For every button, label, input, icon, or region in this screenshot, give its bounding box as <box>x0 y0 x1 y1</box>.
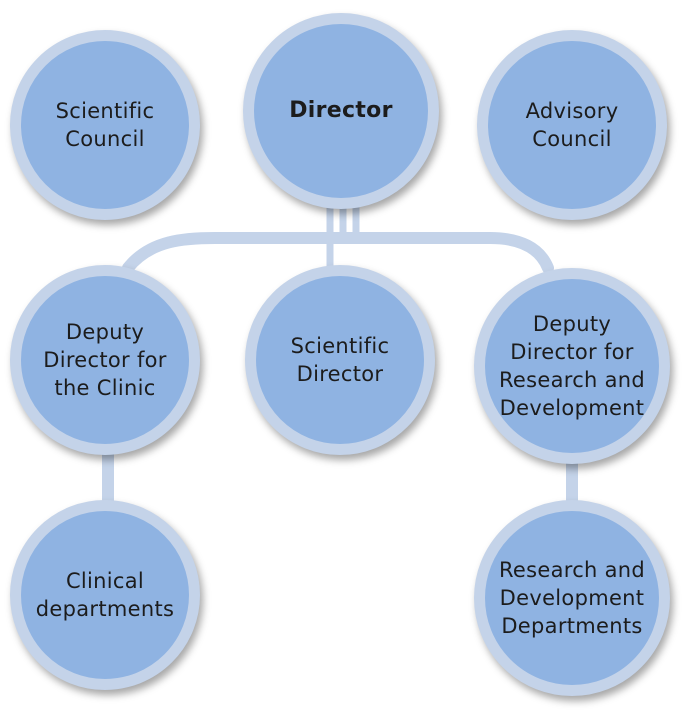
node-research-departments: Research and Development Departments <box>474 500 670 696</box>
node-label: Deputy Director for Research and Develop… <box>498 312 646 420</box>
node-scientific-director: Scientific Director <box>245 265 435 455</box>
node-label: Scientific Director <box>290 334 390 386</box>
node-label: Clinical departments <box>35 569 175 621</box>
node-deputy-clinic: Deputy Director for the Clinic <box>10 265 200 455</box>
node-advisory-council: Advisory Council <box>477 30 667 220</box>
node-director: Director <box>243 13 439 209</box>
node-scientific-council: Scientific Council <box>10 30 200 220</box>
node-label: Director <box>289 98 393 123</box>
node-label: Deputy Director for the Clinic <box>43 320 167 400</box>
node-label: Scientific Council <box>55 99 155 151</box>
node-label: Research and Development Departments <box>498 558 646 638</box>
connector-branch-bar <box>122 232 554 274</box>
node-deputy-research: Deputy Director for Research and Develop… <box>474 268 670 464</box>
node-clinical-departments: Clinical departments <box>10 500 200 690</box>
node-label: Advisory Council <box>525 99 619 151</box>
